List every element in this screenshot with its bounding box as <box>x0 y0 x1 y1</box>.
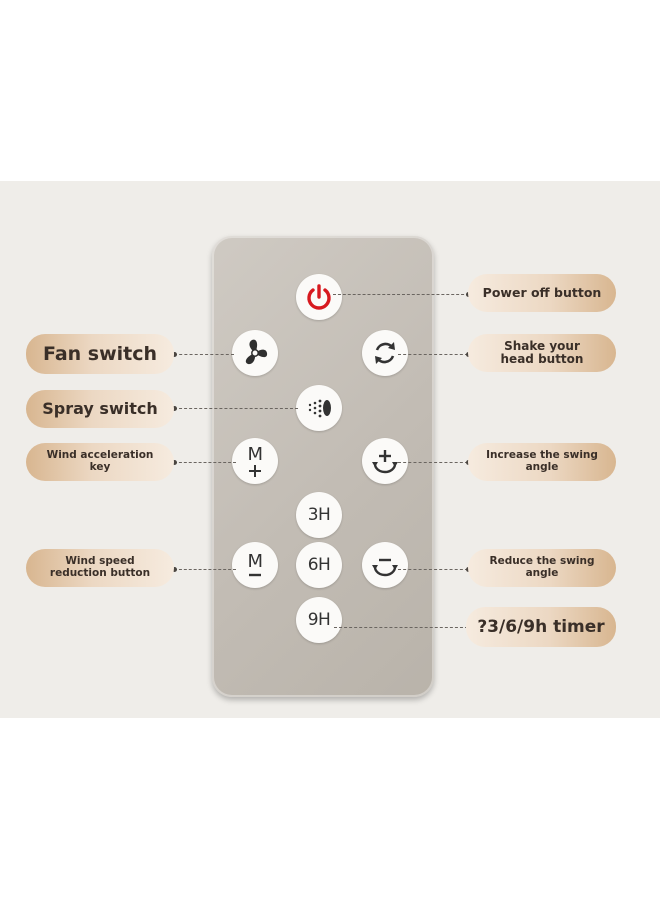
power-icon <box>307 284 331 310</box>
swing-down-label: Reduce the swing angle <box>468 549 616 587</box>
spray-icon <box>308 399 331 418</box>
timer-9h-button[interactable]: 9H <box>296 597 342 643</box>
shake-head-button[interactable] <box>362 330 408 376</box>
spray-switch-label: Spray switch <box>26 390 174 428</box>
spray-switch-button[interactable] <box>296 385 342 431</box>
leader-line <box>174 569 236 570</box>
timer-6h-label: 6H <box>307 555 331 575</box>
m-letter: M <box>247 551 263 572</box>
shake-label: Shake your head button <box>468 334 616 372</box>
wind-down-label: Wind speed reduction button <box>26 549 174 587</box>
leader-dot <box>172 567 177 572</box>
timer-9h-label: 9H <box>307 610 331 630</box>
timer-3h-label: 3H <box>307 505 331 525</box>
wind-reduction-button[interactable]: M <box>232 542 278 588</box>
fan-icon <box>245 339 268 365</box>
leader-line <box>398 354 468 355</box>
leader-line <box>333 294 469 295</box>
fan-switch-label: Fan switch <box>26 334 174 374</box>
swing-plus-icon <box>372 450 398 474</box>
swing-minus-icon <box>372 558 398 577</box>
leader-dot <box>172 460 177 465</box>
wind-acceleration-button[interactable]: M <box>232 438 278 484</box>
reduce-swing-button[interactable] <box>362 542 408 588</box>
minus-icon <box>249 573 261 577</box>
rotate-icon <box>375 342 395 364</box>
timer-3h-button[interactable]: 3H <box>296 492 342 538</box>
fan-switch-button[interactable] <box>232 330 278 376</box>
timer-6h-button[interactable]: 6H <box>296 542 342 588</box>
leader-line <box>174 408 298 409</box>
power-label: Power off button <box>468 274 616 312</box>
leader-line <box>334 627 468 628</box>
leader-line <box>398 569 468 570</box>
leader-line <box>174 462 236 463</box>
leader-dot <box>172 406 177 411</box>
increase-swing-button[interactable] <box>362 438 408 484</box>
plus-icon <box>249 465 261 477</box>
leader-line <box>174 354 234 355</box>
leader-line <box>398 462 468 463</box>
wind-up-label: Wind acceleration key <box>26 443 174 481</box>
m-letter: M <box>247 444 263 465</box>
swing-up-label: Increase the swing angle <box>468 443 616 481</box>
leader-dot <box>172 352 177 357</box>
timer-label: ?3/6/9h timer <box>466 607 616 647</box>
power-button[interactable] <box>296 274 342 320</box>
